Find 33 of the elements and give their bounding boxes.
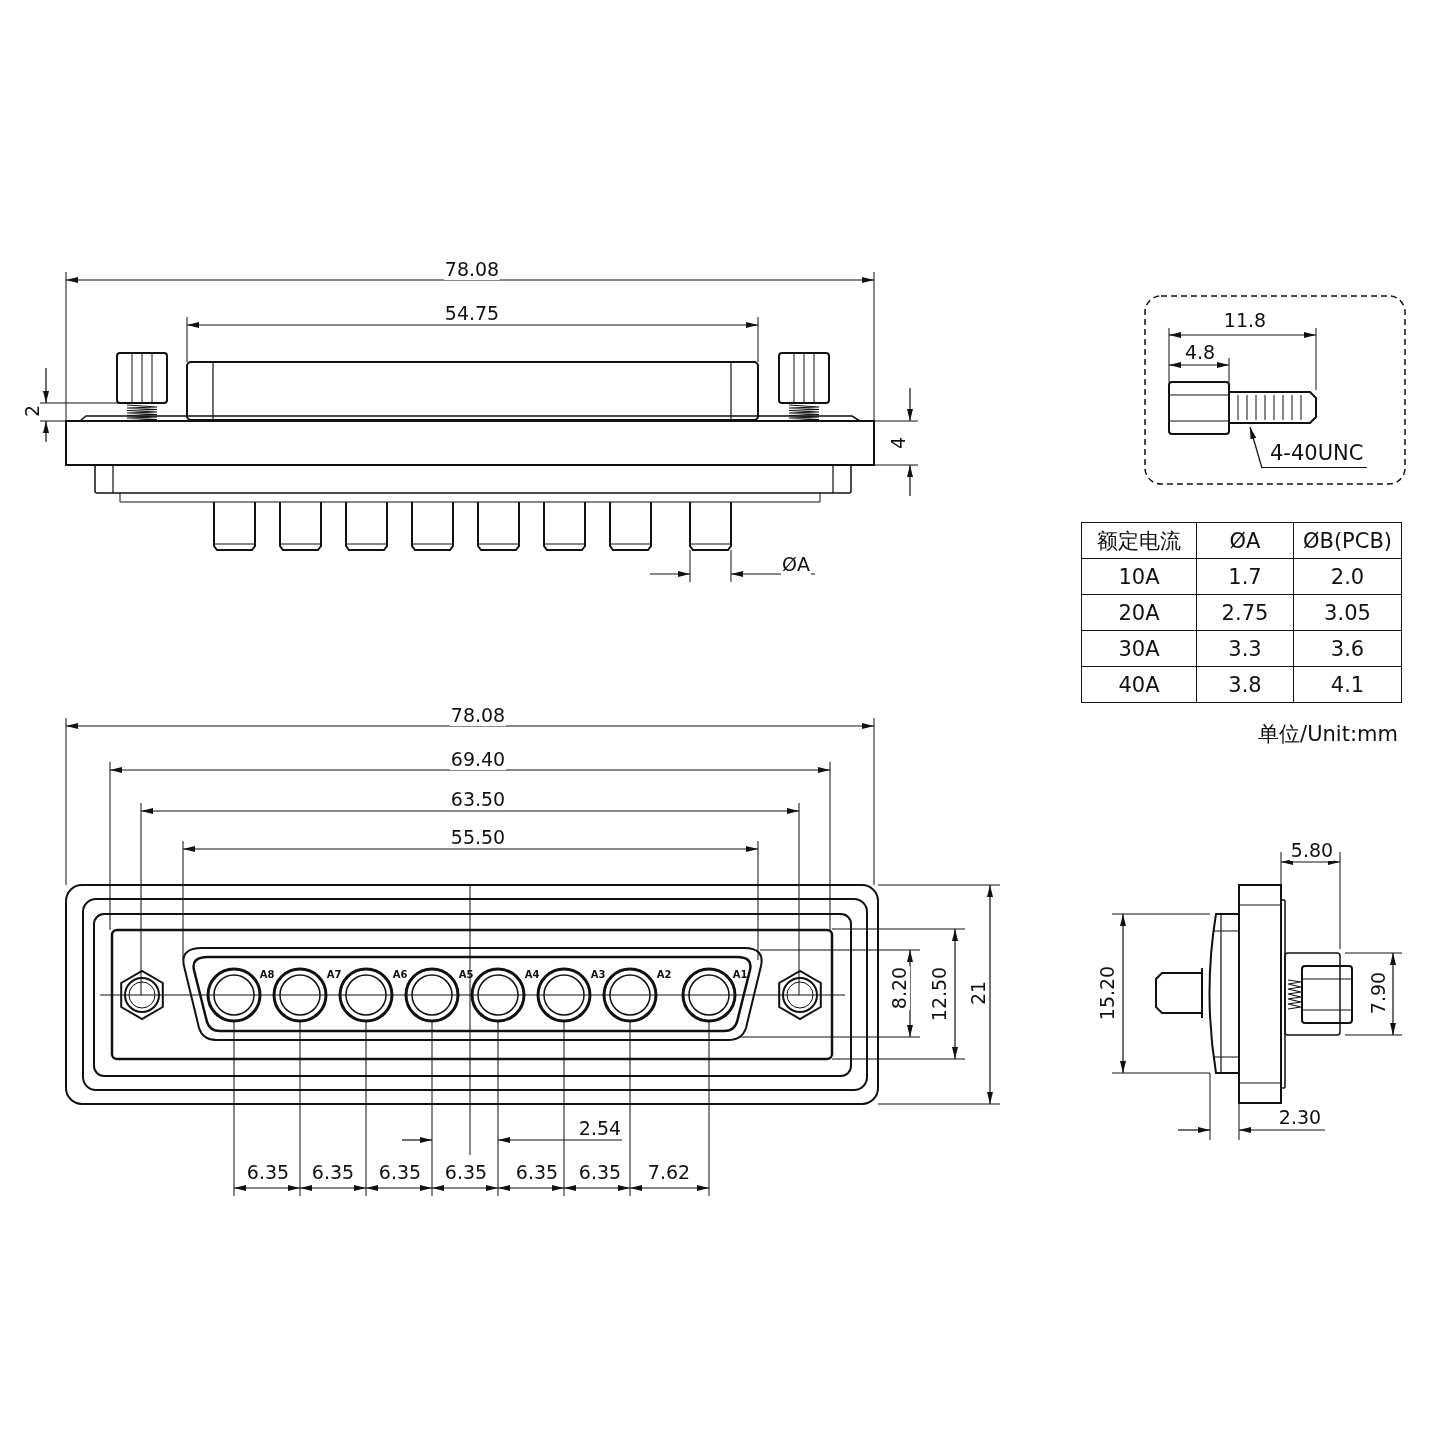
table-cell: 3.6 <box>1293 630 1402 667</box>
pin-label: A3 <box>589 969 607 981</box>
dimension-label: 5.80 <box>1289 841 1335 861</box>
table-cell: 2.75 <box>1196 594 1294 631</box>
table-cell: 10A <box>1081 558 1197 595</box>
table-cell: 30A <box>1081 630 1197 667</box>
dimension-label: 8.20 <box>890 965 910 1011</box>
threaded-shank-drawing <box>1228 391 1317 424</box>
pin-label: A2 <box>655 969 673 981</box>
table-cell: 1.7 <box>1196 558 1294 595</box>
pin-label: A5 <box>457 969 475 981</box>
table-cell: 3.3 <box>1196 630 1294 667</box>
dimension-label: ØA <box>781 555 811 575</box>
pin-label: A7 <box>325 969 343 981</box>
table-cell: 3.8 <box>1196 666 1294 703</box>
table-header-cell: 额定电流 <box>1081 522 1197 559</box>
unit-note: 单位/Unit:mm <box>1257 723 1399 745</box>
pin-label: A8 <box>258 969 276 981</box>
leader-line <box>1249 426 1263 469</box>
table-header-cell: ØA <box>1196 522 1294 559</box>
table-cell: 3.05 <box>1293 594 1402 631</box>
table-header-cell: ØB(PCB) <box>1293 522 1402 559</box>
pin-label: A6 <box>391 969 409 981</box>
table-cell: 40A <box>1081 666 1197 703</box>
dimension-label: 78.08 <box>449 706 507 726</box>
dimension-label: 78.08 <box>443 260 501 280</box>
table-cell: 20A <box>1081 594 1197 631</box>
dimension-label: 69.40 <box>449 750 507 770</box>
pin-label: A1 <box>731 969 749 981</box>
table-cell: 4.1 <box>1293 666 1402 703</box>
pin-label: A4 <box>523 969 541 981</box>
callout-label: 4-40UNC <box>1262 442 1368 469</box>
table-cell: 2.0 <box>1293 558 1402 595</box>
